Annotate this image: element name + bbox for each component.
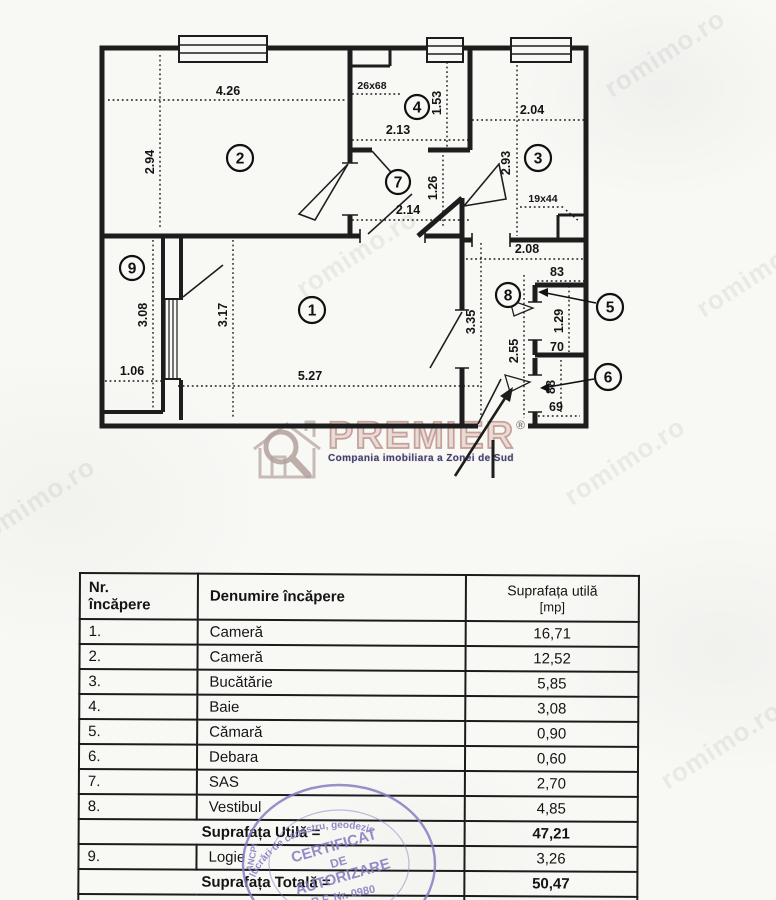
room-marker-6: 6 [540, 362, 623, 392]
house-magnifier-icon [253, 420, 321, 479]
dim-room5-width: 70 [550, 340, 564, 354]
watermark: romimo.ro [654, 695, 776, 796]
brand-tagline: Compania imobiliara a Zonei de Sud [328, 453, 514, 464]
dimension-lines [105, 55, 584, 418]
room-marker-7: 7 [384, 168, 412, 196]
dim-room1-height: 3.17 [216, 303, 230, 327]
room-marker-1: 1 [297, 295, 327, 325]
dim-room3-width: 2.04 [520, 103, 544, 117]
svg-text:4: 4 [413, 100, 422, 117]
header-denumire: Denumire încăpere [197, 573, 466, 622]
floor-plan: 4.26 2.94 26x68 2.13 1.53 2.04 2.93 19x4… [99, 35, 625, 478]
table-row: 4. Baie 3,08 [79, 694, 639, 722]
svg-text:9: 9 [128, 261, 137, 278]
interior-walls [102, 48, 586, 426]
dim-hall-height: 1.26 [426, 176, 440, 200]
dim-room3-height: 2.93 [499, 151, 513, 175]
wall-caps [342, 162, 542, 413]
brand-name: PREMIER [327, 415, 516, 457]
svg-text:1: 1 [308, 303, 317, 320]
dim-room2-width: 4.26 [216, 84, 240, 98]
dim-hall-width: 2.14 [396, 203, 420, 217]
room-marker-3: 3 [523, 143, 553, 173]
header-nr: Nr. încăpere [79, 573, 198, 620]
window-room3 [510, 37, 572, 63]
entrance-arrow [453, 387, 513, 478]
table-row: 3. Bucătărie 5,85 [79, 669, 639, 697]
dimension-labels: 4.26 2.94 26x68 2.13 1.53 2.04 2.93 19x4… [120, 80, 566, 414]
room-marker-4: 4 [403, 93, 431, 121]
table-row: 1. Cameră 16,71 [79, 619, 639, 647]
authorization-stamp: lucrări de cadastru, geodezie CERTIFICAT… [241, 783, 437, 900]
table-row: 5. Cămară 0,90 [79, 719, 639, 747]
label-niche: 19x44 [528, 193, 557, 205]
room-marker-9: 9 [118, 254, 146, 282]
svg-text:3: 3 [534, 151, 543, 168]
window-room2 [178, 35, 268, 63]
header-suprafata: Suprafața utilă [mp] [465, 575, 639, 622]
table-row: 2. Cameră 12,52 [79, 644, 639, 672]
dim-room2-height: 2.94 [143, 150, 157, 174]
dim-room8-height: 3.35 [464, 310, 478, 334]
registered-mark: ® [516, 418, 525, 432]
room-markers: 2 4 3 7 1 9 8 [118, 93, 625, 392]
shaft-notch [350, 48, 392, 68]
premier-logo: PREMIER ® Compania imobiliara a Zonei de… [248, 415, 540, 483]
table-header-row: Nr. încăpere Denumire încăpere Suprafața… [79, 573, 639, 622]
dim-room9-width: 1.06 [120, 364, 144, 378]
outer-walls [99, 45, 589, 429]
dim-room5-height: 1.29 [552, 309, 566, 333]
dim-closet-width: 83 [550, 265, 564, 279]
dim-room8-height2: 2.55 [507, 339, 521, 363]
svg-text:6: 6 [604, 370, 613, 387]
dim-room4-height: 1.53 [430, 91, 444, 115]
dim-room1-width: 5.27 [298, 369, 322, 383]
logie-walls [102, 236, 183, 420]
svg-text:8: 8 [504, 288, 513, 305]
niche-notch [556, 213, 586, 240]
dim-room6-width: 69 [549, 400, 563, 414]
dim-room8-width: 2.08 [515, 242, 539, 256]
svg-text:DE: DE [329, 853, 349, 871]
svg-text:7: 7 [394, 175, 403, 192]
dim-room9-height: 3.08 [136, 303, 150, 327]
balcony-window [161, 298, 181, 380]
svg-text:2: 2 [236, 151, 245, 168]
room-marker-2: 2 [225, 143, 255, 173]
room-marker-8: 8 [494, 281, 522, 309]
room-marker-5: 5 [538, 288, 625, 322]
label-shaft: 26x68 [357, 80, 386, 92]
dim-room4-width: 2.13 [386, 123, 410, 137]
door-leaves [182, 150, 535, 425]
svg-text:5: 5 [606, 300, 615, 317]
window-room4 [426, 37, 464, 63]
